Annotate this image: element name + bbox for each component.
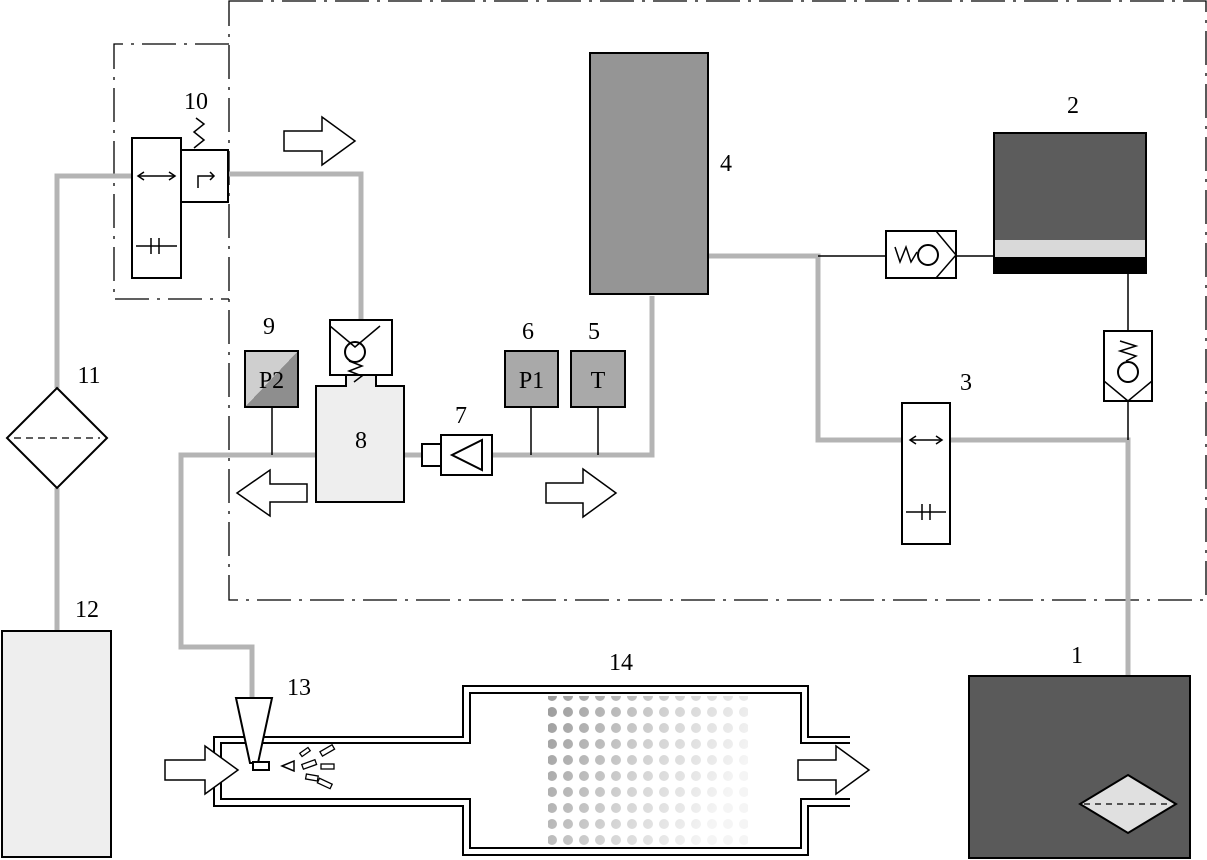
flow-arrow-right-icon (283, 115, 357, 167)
label-10: 10 (184, 89, 208, 115)
label-6: 6 (522, 319, 534, 345)
label-14: 14 (609, 650, 633, 676)
label-2: 2 (1067, 93, 1079, 119)
svg-text:P1: P1 (519, 368, 544, 394)
tank-12 (1, 630, 112, 858)
label-1: 1 (1071, 643, 1083, 669)
flow-arrows (164, 115, 871, 796)
label-9: 9 (263, 314, 275, 340)
component-labels: 1 2 3 4 5 6 7 8 9 10 11 12 13 14 (75, 89, 1083, 701)
check-valve-vertical (1103, 330, 1153, 402)
accumulator-4 (589, 52, 709, 295)
label-5: 5 (588, 319, 600, 345)
label-4: 4 (720, 151, 732, 177)
label-8: 8 (355, 428, 367, 454)
flow-arrow-right-icon (164, 744, 240, 796)
check-valve-horizontal (885, 230, 957, 279)
flow-arrow-right-icon (545, 467, 618, 519)
valve-10 (131, 117, 229, 279)
pump-8 (315, 319, 405, 503)
flow-arrow-right-icon (797, 744, 871, 796)
label-3: 3 (960, 370, 972, 396)
exhaust-duct-14 (213, 685, 850, 856)
label-11: 11 (77, 363, 100, 389)
sensor-p1: P1 (504, 350, 559, 408)
reservoir-2 (993, 132, 1147, 274)
valve-3 (901, 402, 951, 545)
svg-text:T: T (591, 368, 606, 394)
tank-1 (968, 675, 1191, 859)
label-7: 7 (455, 403, 467, 429)
svg-text:P2: P2 (259, 368, 284, 394)
throttle-7 (421, 434, 493, 476)
injector-13 (234, 697, 336, 790)
filter-11 (5, 386, 109, 490)
sensor-p2: P2 (244, 350, 299, 408)
pipelines (54, 171, 1131, 698)
sensor-t: T (570, 350, 626, 408)
label-12: 12 (75, 597, 99, 623)
flow-arrow-left-icon (235, 468, 308, 518)
spray-droplets (298, 743, 336, 790)
label-13: 13 (287, 675, 311, 701)
control-unit-boundary (113, 0, 1207, 601)
